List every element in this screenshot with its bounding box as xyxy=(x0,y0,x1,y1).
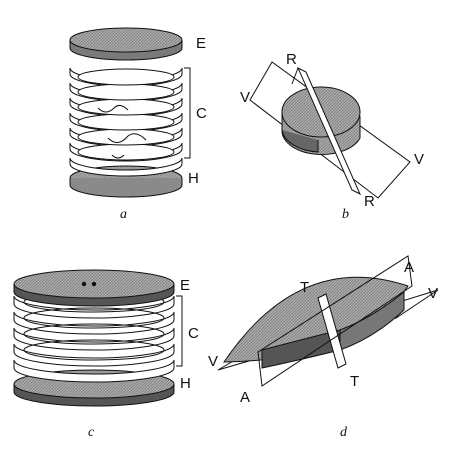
panel-d-caption: d xyxy=(340,425,348,440)
panel-c-stack xyxy=(13,291,175,383)
panel-d-label-t-bottom: T xyxy=(350,373,359,390)
panel-a-caption: a xyxy=(120,207,127,222)
panel-b-label-r-top: R xyxy=(286,51,297,68)
panel-d-label-a-bottom: A xyxy=(240,389,250,406)
panel-a-label-c: C xyxy=(196,105,207,122)
panel-c-label-c: C xyxy=(188,325,199,342)
panel-d-label-v-left: V xyxy=(208,353,218,370)
panel-b-label-v-right: V xyxy=(414,151,424,168)
panel-c-dot-right xyxy=(91,281,97,287)
panel-c-top-plate xyxy=(13,269,175,307)
panel-b-label-v-left: V xyxy=(240,89,250,106)
panel-a-bracket xyxy=(184,67,191,159)
panel-a-label-h: H xyxy=(188,170,199,187)
panel-a-stack xyxy=(69,67,183,198)
panel-a: E C H a xyxy=(69,27,207,222)
panel-c: E C H c xyxy=(13,269,199,440)
panel-c-caption: c xyxy=(88,425,95,440)
panel-d: A T V V T A d xyxy=(208,255,439,440)
panel-b-label-r-bottom: R xyxy=(364,193,375,210)
panel-a-label-e: E xyxy=(196,35,206,52)
panel-d-plane-t xyxy=(317,293,347,369)
panel-b-plane-v xyxy=(249,61,411,199)
panel-c-bracket xyxy=(176,295,183,367)
panel-d-label-t-top: T xyxy=(300,279,309,296)
panel-d-label-v-right: V xyxy=(428,285,438,302)
panel-c-dot-left xyxy=(81,281,87,287)
panel-b-caption: b xyxy=(342,207,349,222)
panel-a-top-plate xyxy=(69,27,183,61)
panel-b-plane-r xyxy=(296,66,362,196)
panel-c-label-e: E xyxy=(180,277,190,294)
panel-b: R V V R b xyxy=(240,51,424,222)
panel-d-plane-a xyxy=(257,255,413,387)
panel-d-label-a-top: A xyxy=(404,259,414,276)
panel-c-label-h: H xyxy=(180,375,191,392)
panel-d-lens xyxy=(223,276,409,369)
